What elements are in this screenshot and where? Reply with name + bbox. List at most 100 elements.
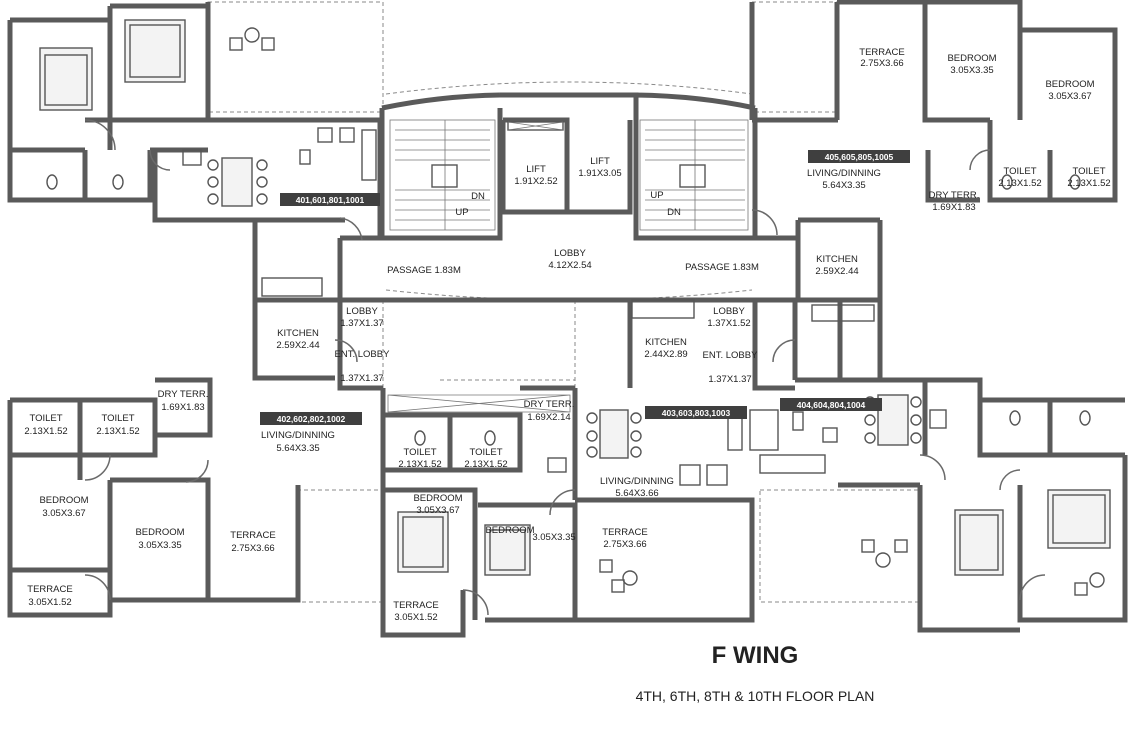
svg-text:2.75X3.66: 2.75X3.66 [231,543,274,554]
sanitary-fixtures [46,149,1091,473]
room-passage-left: PASSAGE 1.83M [387,265,461,276]
svg-text:UP: UP [455,207,468,218]
core-walls [337,92,801,391]
svg-text:1.37X1.37: 1.37X1.37 [340,373,383,384]
svg-text:BEDROOM: BEDROOM [413,493,462,504]
svg-text:405,605,805,1005: 405,605,805,1005 [825,152,894,162]
svg-text:TERRACE: TERRACE [393,600,438,611]
svg-text:2.75X3.66: 2.75X3.66 [860,58,903,69]
svg-text:DN: DN [471,191,485,202]
room-terrace-bl: TERRACE 2.75X3.66 [230,530,275,554]
svg-text:LOBBY: LOBBY [346,306,378,317]
door-swings [84,119,1046,616]
svg-text:TERRACE: TERRACE [230,530,275,541]
svg-text:TOILET: TOILET [29,413,62,424]
svg-text:LOBBY: LOBBY [713,306,745,317]
svg-text:DRY TERR.: DRY TERR. [524,399,575,410]
svg-text:3.05X3.35: 3.05X3.35 [138,540,181,551]
plan-subtitle: 4TH, 6TH, 8TH & 10TH FLOOR PLAN [635,688,875,704]
dining-sets [207,157,922,459]
svg-text:ENT. LOBBY: ENT. LOBBY [335,349,391,360]
svg-text:2.13X1.52: 2.13X1.52 [398,459,441,470]
svg-text:404,604,804,1004: 404,604,804,1004 [797,400,866,410]
terrace-chairs [229,27,1105,596]
room-passage-right: PASSAGE 1.83M [685,262,759,273]
room-living-402: LIVING/DINNING 5.64X3.35 [261,430,335,454]
unit-401-walls [7,2,383,381]
unit-tag-404: 404,604,804,1004 [780,398,882,411]
svg-text:3.05X1.52: 3.05X1.52 [394,612,437,623]
svg-text:DRY TERR.: DRY TERR. [158,389,209,400]
svg-text:5.64X3.35: 5.64X3.35 [822,180,865,191]
room-entlobby-l: ENT. LOBBY 1.37X1.37 [335,349,391,384]
svg-text:DRY TERR.: DRY TERR. [929,190,980,201]
svg-text:1.69X1.83: 1.69X1.83 [932,202,975,213]
svg-text:2.13X1.52: 2.13X1.52 [464,459,507,470]
unit-404-walls [792,300,1128,633]
svg-text:BEDROOM: BEDROOM [485,525,534,536]
svg-text:UP: UP [650,190,663,201]
svg-text:2.59X2.44: 2.59X2.44 [276,340,319,351]
svg-text:BEDROOM: BEDROOM [1045,79,1094,90]
svg-text:TERRACE: TERRACE [602,527,647,538]
staircase-left [389,119,496,231]
room-dryterr-tr: DRY TERR.1.69X1.83 [929,190,980,213]
bed-icons [39,19,1111,576]
svg-text:1.69X1.83: 1.69X1.83 [161,402,204,413]
svg-text:TOILET: TOILET [1003,166,1036,177]
svg-text:5.64X3.35: 5.64X3.35 [276,443,319,454]
lift-detail [387,121,571,413]
svg-text:1.37X1.52: 1.37X1.52 [707,318,750,329]
svg-text:TOILET: TOILET [1072,166,1105,177]
svg-text:3.05X1.52: 3.05X1.52 [28,597,71,608]
svg-text:3.05X3.35: 3.05X3.35 [950,65,993,76]
svg-text:2.59X2.44: 2.59X2.44 [815,266,858,277]
svg-text:TERRACE: TERRACE [859,47,904,58]
svg-text:TERRACE: TERRACE [27,584,72,595]
svg-text:1.91X2.52: 1.91X2.52 [514,176,557,187]
unit-tag-403: 403,603,803,1003 [645,406,747,419]
svg-text:LIVING/DINNING: LIVING/DINNING [600,476,674,487]
svg-text:BEDROOM: BEDROOM [947,53,996,64]
svg-text:2.13X1.52: 2.13X1.52 [998,178,1041,189]
svg-text:2.75X3.66: 2.75X3.66 [603,539,646,550]
svg-text:ENT. LOBBY: ENT. LOBBY [703,350,759,361]
svg-text:403,603,803,1003: 403,603,803,1003 [662,408,731,418]
staircase-right [639,119,749,231]
unit-tag-401: 401,601,801,1001 [280,193,380,206]
room-entlobby-r: ENT. LOBBY 1.37X1.37 [703,350,759,385]
svg-text:KITCHEN: KITCHEN [645,337,687,348]
svg-text:2.44X2.89: 2.44X2.89 [644,349,687,360]
svg-text:LIFT: LIFT [590,156,610,167]
unit-tag-405: 405,605,805,1005 [808,150,910,163]
room-bedroom-bl2: BEDROOM 3.05X3.35 [135,527,184,551]
svg-text:PASSAGE 1.83M: PASSAGE 1.83M [685,262,759,273]
svg-text:BEDROOM: BEDROOM [135,527,184,538]
unit-402-walls [7,377,301,618]
svg-text:LIVING/DINNING: LIVING/DINNING [261,430,335,441]
unit-tag-402: 402,602,802,1002 [260,412,362,425]
svg-text:TOILET: TOILET [469,447,502,458]
svg-text:1.37X1.37: 1.37X1.37 [708,374,751,385]
svg-text:2.13X1.52: 2.13X1.52 [96,426,139,437]
